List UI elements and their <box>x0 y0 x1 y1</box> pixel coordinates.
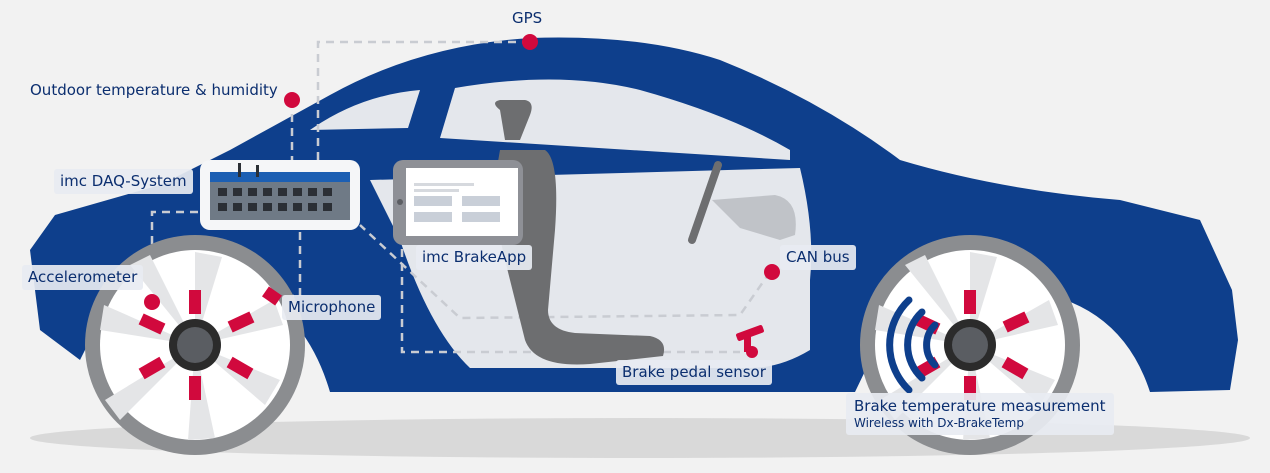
wireless-signal-icon <box>886 296 939 394</box>
brake-temperature-title: Brake temperature measurement <box>854 397 1106 415</box>
label-can-bus: CAN bus <box>780 245 856 270</box>
daq-system-device <box>200 160 360 230</box>
rear-wheel <box>85 235 305 455</box>
steering-wheel <box>688 161 722 244</box>
gps-sensor-dot <box>522 34 538 50</box>
gps-cable <box>316 40 530 165</box>
microphone-marker <box>262 286 282 306</box>
accelerometer-dot <box>144 294 160 310</box>
driver-seat <box>495 100 665 365</box>
dashboard <box>712 195 796 240</box>
outdoor-sensor-dot <box>284 92 300 108</box>
label-accelerometer: Accelerometer <box>22 265 144 290</box>
brakeapp-tablet <box>393 160 523 245</box>
label-brake-temperature: Brake temperature measurement Wireless w… <box>846 393 1114 435</box>
label-outdoor-temperature: Outdoor temperature & humidity <box>30 81 278 99</box>
front-side-window <box>440 79 790 160</box>
label-gps: GPS <box>512 9 543 27</box>
rear-side-window <box>310 90 420 130</box>
label-daq-system: imc DAQ-System <box>54 169 193 194</box>
label-brakeapp: imc BrakeApp <box>416 245 533 270</box>
label-brake-pedal-sensor: Brake pedal sensor <box>616 360 772 385</box>
label-microphone: Microphone <box>282 295 382 320</box>
brake-pedal <box>736 325 764 358</box>
can-bus-dot <box>764 264 780 280</box>
brake-temperature-subtitle: Wireless with Dx-BrakeTemp <box>854 416 1024 430</box>
